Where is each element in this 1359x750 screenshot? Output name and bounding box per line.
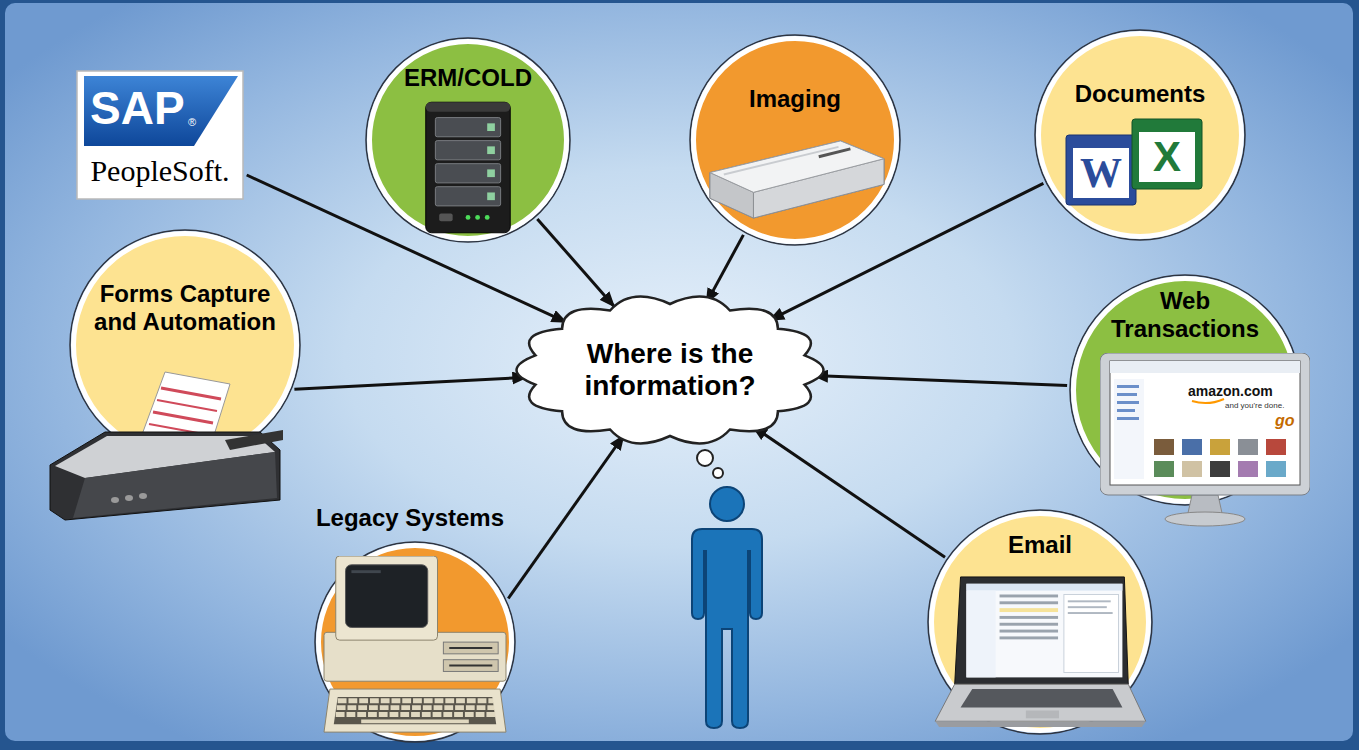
cloud-tail-bubble <box>713 468 723 478</box>
person-head <box>710 487 744 521</box>
logo-card <box>77 71 243 199</box>
node-label: Imaging <box>690 85 900 113</box>
server-illustration <box>426 102 510 233</box>
cloud-outline <box>517 297 824 444</box>
flow-arrow <box>813 376 1067 386</box>
source-circle: ERM/COLD <box>366 38 570 253</box>
person-body <box>692 529 762 728</box>
legacy-computer-illustration <box>324 556 506 732</box>
flow-arrow <box>753 426 946 557</box>
source-circle: DocumentsWX <box>1035 30 1245 240</box>
circle-fill <box>1039 34 1242 237</box>
cloud-question: Where is the information? <box>545 338 795 402</box>
source-circle-outline <box>690 35 900 245</box>
registered-mark: ® <box>188 116 204 129</box>
document-scanner-illustration <box>50 372 283 520</box>
source-circle: Imaging <box>690 35 900 245</box>
source-circle: Email <box>925 505 1155 740</box>
laptop-illustration <box>935 577 1146 727</box>
cloud-tail-bubble <box>697 450 713 466</box>
node-label: Documents <box>1035 80 1245 108</box>
thought-cloud: Where is the information? <box>515 286 825 482</box>
node-label: Web Transactions <box>1095 287 1275 342</box>
circle-rim <box>366 38 570 242</box>
screen-tagline: and you're done. <box>1225 401 1300 410</box>
source-circle-outline <box>45 230 305 530</box>
flow-arrow <box>537 219 614 307</box>
circle-rim <box>315 542 515 742</box>
person-figure <box>688 485 766 730</box>
flow-arrow <box>508 435 624 599</box>
flow-arrow <box>706 235 743 304</box>
logo-mark <box>84 76 238 146</box>
logo-box: SAP® PeopleSoft. <box>76 70 244 200</box>
source-circle: Forms Capture and Automation <box>45 230 305 530</box>
flow-arrow <box>294 377 527 389</box>
node-label: ERM/COLD <box>366 64 570 92</box>
icon-letter: W <box>1073 149 1129 197</box>
circle-rim <box>1035 30 1245 240</box>
source-circle: Web Transactions amazon.com and you're don… <box>1070 275 1315 535</box>
screen-button: go <box>1275 412 1299 430</box>
monitor-illustration <box>1100 353 1310 526</box>
node-label: Email <box>925 531 1155 559</box>
excel-icon <box>1132 119 1202 189</box>
circle-rim <box>690 35 900 245</box>
logo-wordmark: SAP <box>90 82 194 135</box>
screen-logo: amazon.com <box>1188 383 1278 399</box>
source-circle-outline <box>1035 30 1245 240</box>
source-circle: Legacy Systems <box>290 500 530 745</box>
flatbed-scanner-illustration <box>710 141 884 218</box>
icon-letter: X <box>1139 133 1195 181</box>
node-label: Legacy Systems <box>290 504 530 532</box>
source-circle-outline <box>290 500 530 745</box>
node-label: Forms Capture and Automation <box>85 280 285 335</box>
circle-fill <box>319 546 512 739</box>
word-icon <box>1066 135 1136 205</box>
logo-wordmark: PeopleSoft. <box>80 154 240 189</box>
circle-fill <box>694 39 897 242</box>
